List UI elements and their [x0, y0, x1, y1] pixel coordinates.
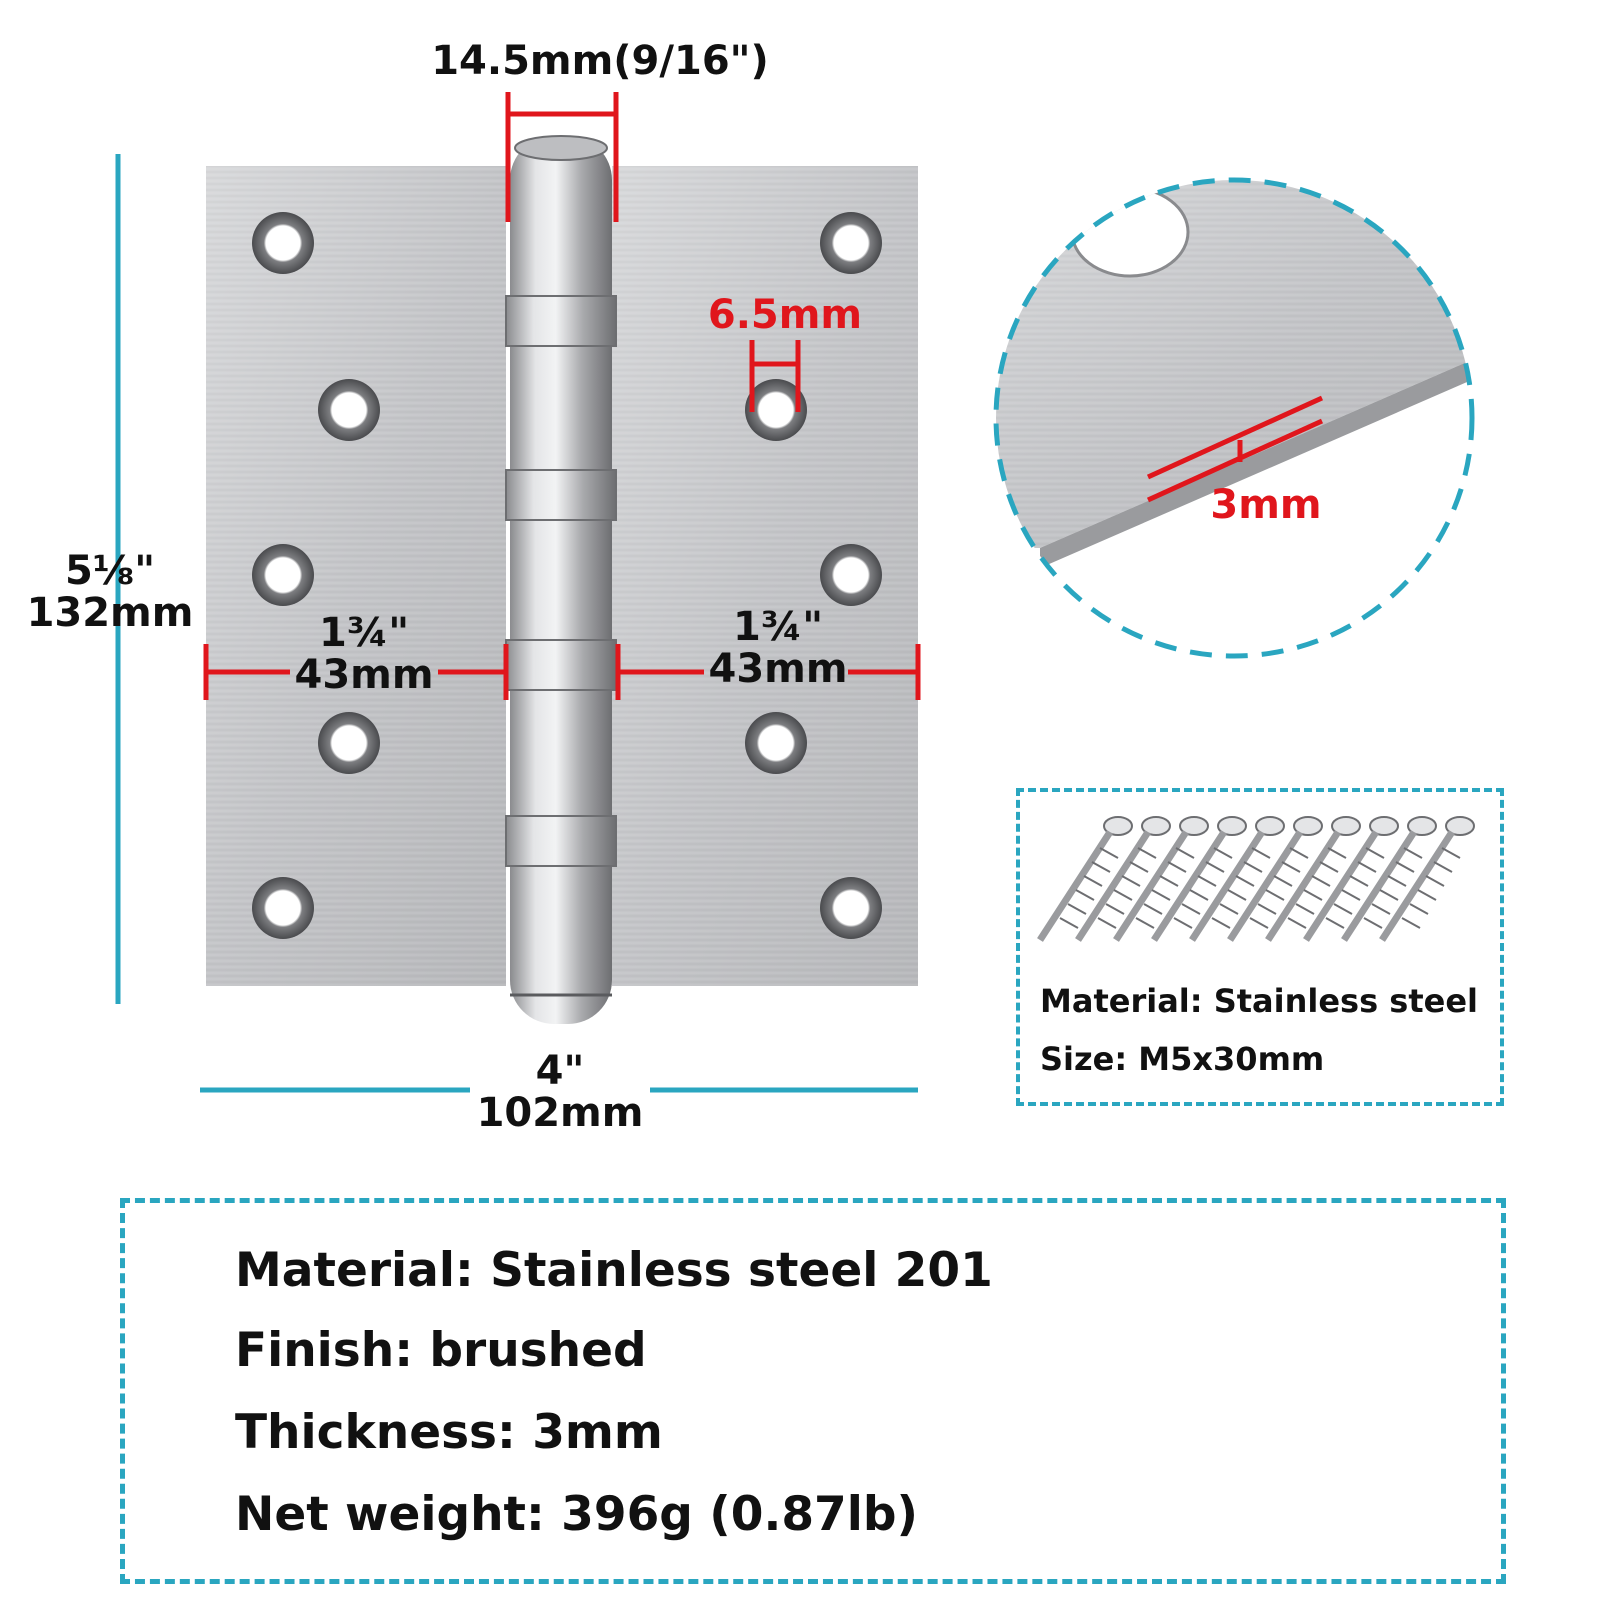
hole-diameter-label: 6.5mm [707, 292, 863, 338]
specifications-box: Material: Stainless steel 201 Finish: br… [120, 1198, 1506, 1584]
height-mm: 132mm [26, 590, 194, 636]
leaf-right-dimension [615, 644, 921, 700]
spec-thickness: Thickness: 3mm [235, 1405, 663, 1460]
height-inches: 5⅛" [64, 548, 156, 594]
leaf-left-dimension [203, 644, 509, 700]
leaf-left-mm: 43mm [294, 652, 434, 698]
leaf-right-mm: 43mm [708, 646, 848, 692]
width-label: 4" 102mm [460, 1050, 660, 1134]
spec-finish: Finish: brushed [235, 1323, 647, 1378]
thickness-label: 3mm [1210, 482, 1322, 528]
height-label: 5⅛" 132mm [20, 550, 200, 634]
spec-material: Material: Stainless steel 201 [235, 1243, 993, 1298]
leaf-left-label: 1¾" 43mm [284, 612, 444, 696]
knuckle-width-dimension [505, 92, 619, 222]
hole-diameter-dimension [749, 340, 801, 412]
leaf-right-inches: 1¾" [732, 604, 824, 650]
spec-net-weight: Net weight: 396g (0.87lb) [235, 1487, 918, 1542]
thickness-zoom-circle [993, 177, 1475, 659]
knuckle-width-label: 14.5mm(9/16") [431, 38, 769, 84]
leaf-right-label: 1¾" 43mm [698, 606, 858, 690]
screw-info-box: Material: Stainless steel Size: M5x30mm [1016, 788, 1504, 1106]
screws-illustration [1037, 817, 1474, 940]
screw-material: Material: Stainless steel [1040, 982, 1478, 1020]
width-mm: 102mm [476, 1090, 644, 1136]
screw-holes [252, 212, 882, 939]
screw-size: Size: M5x30mm [1040, 1040, 1325, 1078]
leaf-left-inches: 1¾" [318, 610, 410, 656]
width-inches: 4" [535, 1048, 585, 1094]
hinge-barrel [505, 135, 617, 1024]
hinge-illustration [115, 92, 1600, 1093]
